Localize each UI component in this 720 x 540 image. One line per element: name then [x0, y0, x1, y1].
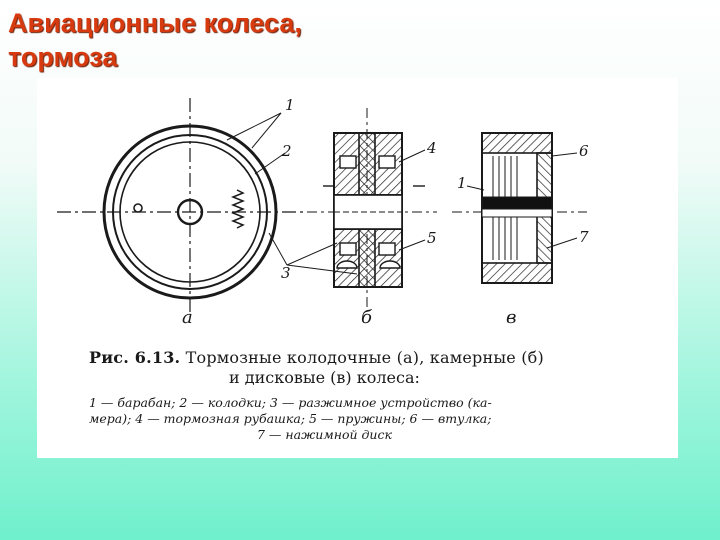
part-number-3-view-a: 3	[281, 264, 291, 282]
caption-title-part-2: и дисковые (в) колеса:	[229, 368, 420, 387]
caption-legend: 1 — барабан; 2 — колодки; 3 — разжимное …	[89, 395, 649, 443]
slide-title-line-1: Авиационные колеса,	[8, 8, 302, 38]
drum-inner-circle	[112, 134, 268, 290]
hub-circle	[176, 198, 204, 226]
drum-outer-circle	[102, 124, 278, 300]
part-number-5-view-b: 5	[427, 229, 437, 247]
brake-diagram: 1 2 3 4 5 1 6 7 а б в	[57, 96, 589, 328]
slide-title: Авиационные колеса, тормоза	[8, 6, 302, 74]
pivot-pin	[133, 203, 143, 213]
legend-line-3: 7 — нажимной диск	[257, 427, 392, 442]
caption-title-line-1: Рис. 6.13. Тормозные колодочные (а), кам…	[89, 348, 649, 367]
part-number-7-view-c: 7	[579, 228, 589, 246]
legend-line-2: мера); 4 — тормозная рубашка; 5 — пружин…	[89, 411, 492, 426]
spring	[230, 189, 246, 229]
shoe-circle	[119, 141, 261, 283]
view-label-a: а	[182, 307, 193, 328]
part-number-6-view-c: 6	[579, 142, 589, 160]
legend-line-1: 1 — барабан; 2 — колодки; 3 — разжимное …	[89, 395, 492, 410]
part-number-4-view-b: 4	[426, 139, 437, 157]
view-label-b: б	[361, 307, 373, 328]
part-number-1-view-a: 1	[285, 96, 295, 114]
view-label-c: в	[506, 307, 516, 328]
caption-title-part-1: Тормозные колодочные (а), камерные (б)	[185, 348, 544, 367]
part-number-2-view-a: 2	[281, 142, 292, 160]
view-b-chamber-brake	[307, 108, 437, 308]
figure-panel: 1 2 3 4 5 1 6 7 а б в Рис. 6.13. Тормозн…	[37, 78, 678, 458]
view-a-shoe-brake	[57, 98, 358, 318]
figure-number: Рис. 6.13.	[89, 348, 181, 367]
figure-caption: Рис. 6.13. Тормозные колодочные (а), кам…	[89, 348, 649, 443]
view-c-disc-brake	[452, 132, 587, 284]
part-number-1-view-c: 1	[457, 174, 467, 192]
slide-title-line-2: тормоза	[8, 42, 118, 72]
